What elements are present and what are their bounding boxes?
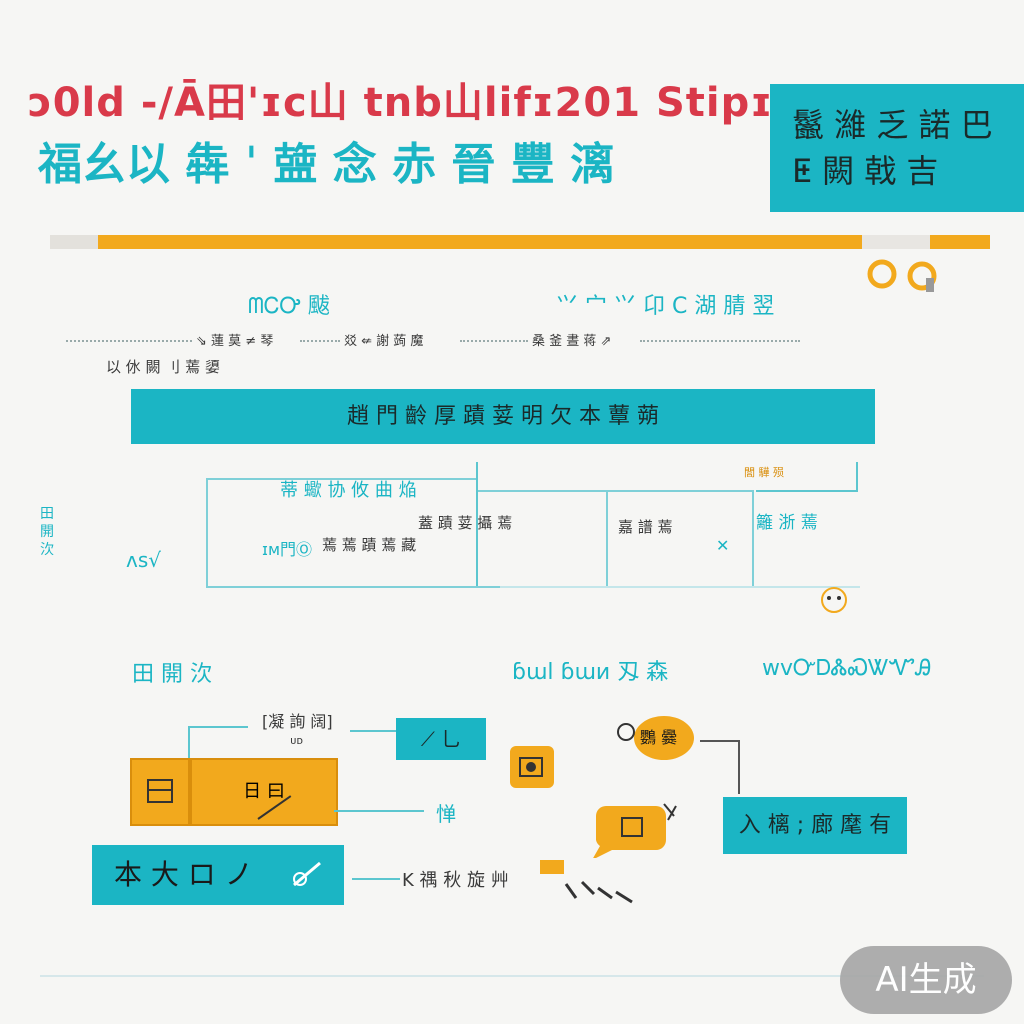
dotted-rule-3 bbox=[460, 340, 528, 342]
header-badge-line-2: ⵟ 闕 戟 吉 bbox=[792, 152, 939, 190]
face-icon bbox=[821, 587, 847, 613]
flow-box1-label: 蒂 蠍 协 攸 曲 焔 bbox=[280, 480, 417, 501]
dotted-label-1: ⇘ 蓮 莫 ≠ 琴 bbox=[196, 334, 274, 349]
dotted-rule-2 bbox=[300, 340, 340, 342]
dotted-rule-4 bbox=[640, 340, 800, 342]
page-title-line-1: ɔ0ld -/Ā田'ɪᴄ山 tnb山lifɪ201 Stipɪsq bbox=[28, 80, 828, 126]
flow-right-tag: 閭 驊 殒 bbox=[744, 466, 784, 479]
header-badge: 鬣 濰 乏 諾 巴 ⵟ 闕 戟 吉 bbox=[770, 84, 1024, 212]
flow-divider bbox=[476, 462, 478, 586]
left-vertical-caption-text: 田 開 㳄 bbox=[40, 506, 54, 558]
bottom-left-button: 本 ⼤ ロ ノ bbox=[92, 845, 344, 905]
divider-bar-gap bbox=[862, 235, 930, 249]
flow-box3-label: 嘉 譜 蔫 bbox=[618, 518, 673, 536]
lower-right-box: 入 樆 ; 廊 麾 有 bbox=[723, 797, 907, 854]
section-sub-left: 以 㲻 闕 刂 蔫 嬃 bbox=[106, 358, 220, 376]
divider-bar bbox=[50, 235, 990, 249]
flow-box1-sub1: ɪᴍ門Ⓞ bbox=[262, 540, 313, 559]
ai-generated-badge: AI生成 bbox=[840, 946, 1012, 1014]
dotted-label-3: 桑 釜 晝 蒋 ⇗ bbox=[532, 334, 612, 349]
sparkle-icon bbox=[540, 860, 633, 904]
lower-connector-1 bbox=[188, 726, 190, 760]
flow-box1-sub2: 蔫 蔫 蹟 蔫 藏 bbox=[322, 536, 417, 554]
flow-frame-mid bbox=[476, 490, 606, 588]
flow-left-label: ᴧꜱ√ bbox=[126, 548, 161, 572]
lower-orange-icon-box bbox=[130, 758, 190, 826]
lower-connector-5 bbox=[700, 740, 740, 742]
lower-connector-3 bbox=[350, 730, 396, 732]
flow-box2-label: 蓋 蹟 荽 攝 蔫 bbox=[418, 514, 513, 532]
section-banner: 趙 門 齡 厚 蹟 荽 明 ⽋ 本 蕈 蒴 bbox=[131, 389, 875, 444]
lower-tag-top: [凝 詢 阔] bbox=[262, 712, 333, 731]
left-vertical-caption: 田 開 㳄 bbox=[40, 505, 56, 559]
orange-circle-icons bbox=[867, 259, 937, 292]
lower-teal-small: ⟋ 乚 bbox=[396, 718, 486, 760]
section-head-right: ⺍ 宀 ⺍ 卬 Ⅽ 湖 腈 翌 bbox=[556, 294, 775, 319]
lower-head-left: 田 開 㳄 bbox=[132, 662, 212, 687]
lower-connector-2 bbox=[188, 726, 248, 728]
flow-connector-up bbox=[856, 462, 858, 492]
flow-frame-left bbox=[206, 478, 478, 588]
table-icon bbox=[147, 779, 173, 803]
bottom-rule bbox=[40, 975, 984, 977]
page-title-line-2: 福幺以 犇 ˈ 䀇 念 赤 晉 豐 漓 bbox=[38, 139, 615, 190]
pen-icon bbox=[293, 861, 321, 887]
flow-connector-right bbox=[756, 490, 856, 492]
flow-baseline bbox=[500, 586, 860, 588]
bottom-mid-label: K 禑 秋 旋 ⾋ bbox=[402, 870, 509, 891]
divider-bar-start bbox=[50, 235, 98, 249]
lower-head-mid: ɓɯl ɓɯᴎ 刄 森 bbox=[512, 660, 669, 685]
lower-mid-label: 惮 bbox=[436, 802, 456, 826]
lower-head-right: ᴡᴠᏅᎠᏜᏍᏔᏉᎯ bbox=[762, 656, 932, 681]
flow-box4-label: 籬 浙 蔫 bbox=[756, 513, 818, 533]
dotted-label-2: 㸚 ⇍ 謝 蒟 魔 bbox=[344, 334, 424, 349]
flow-x-mark: ✕ bbox=[716, 536, 730, 555]
lower-tag-top-sub: ᴜᴅ bbox=[290, 734, 303, 747]
flow-frame-right bbox=[606, 490, 754, 588]
section-head-left: ᗰᏟᎤ 颰 bbox=[248, 294, 330, 319]
lower-connector-6 bbox=[738, 740, 740, 794]
bottom-left-button-label: 本 ⼤ ロ ノ bbox=[114, 858, 253, 891]
header-badge-line-1: 鬣 濰 乏 諾 巴 bbox=[792, 106, 993, 144]
lantern-bubble-icon bbox=[593, 803, 677, 858]
speech-bubble-icon bbox=[617, 716, 694, 760]
speech-bubble-label: 鸚 爨 bbox=[640, 728, 678, 747]
lower-connector-4 bbox=[334, 810, 424, 812]
camera-icon bbox=[510, 746, 554, 788]
dotted-rule-1 bbox=[66, 340, 192, 342]
lower-connector-7 bbox=[352, 878, 400, 880]
